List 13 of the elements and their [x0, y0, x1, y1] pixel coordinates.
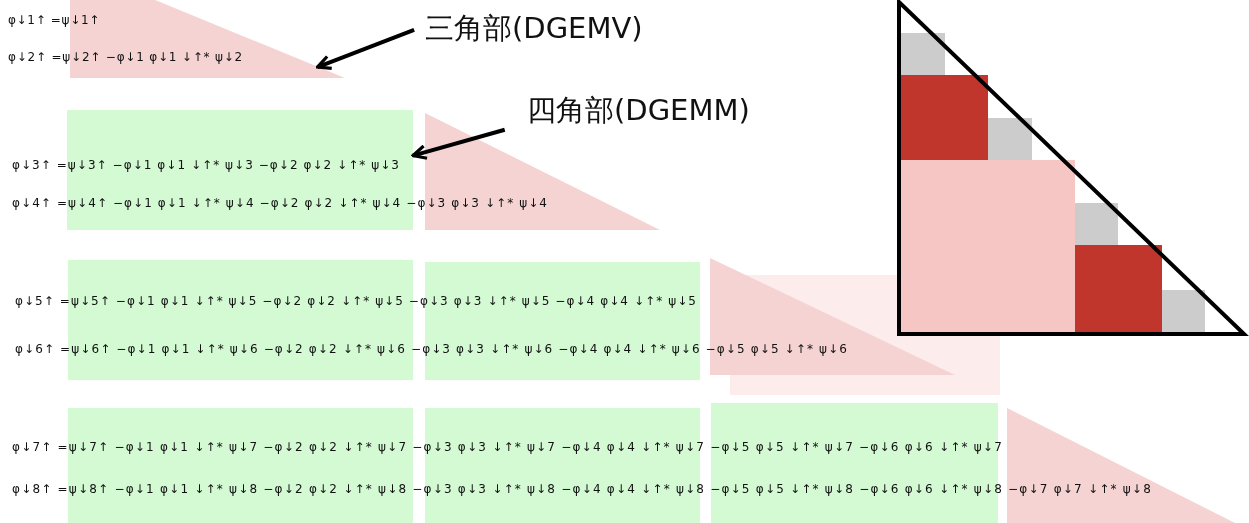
- equation-label: φ↓7↑ =ψ↓7↑ −φ↓1 φ↓1 ↓↑* ψ↓7 −φ↓2 φ↓2 ↓↑* ψ↓7 −φ↓3 φ↓3 ↓↑* ψ↓7 −φ↓4 φ↓4 ↓↑* ψ↓7 −φ↓5 φ↓5 ↓↑* ψ↓7 −φ↓6 φ↓6 ↓↑* ψ↓7: [12, 440, 1003, 455]
- equation-label: φ↓2↑ =ψ↓2↑ −φ↓1 φ↓1 ↓↑* ψ↓2: [8, 50, 243, 65]
- callout-label: 三角部(DGEMV): [425, 10, 643, 46]
- leader-arrow: [315, 27, 415, 71]
- callout-label: 四角部(DGEMM): [527, 92, 750, 128]
- equation-label: φ↓4↑ =ψ↓4↑ −φ↓1 φ↓1 ↓↑* ψ↓4 −φ↓2 φ↓2 ↓↑* ψ↓4 −φ↓3 φ↓3 ↓↑* ψ↓4: [12, 196, 548, 211]
- leader-arrow: [411, 127, 506, 160]
- equation-label: φ↓1↑ =ψ↓1↑: [8, 13, 100, 28]
- equation-label: φ↓3↑ =ψ↓3↑ −φ↓1 φ↓1 ↓↑* ψ↓3 −φ↓2 φ↓2 ↓↑* ψ↓3: [12, 158, 400, 173]
- equation-label: φ↓6↑ =ψ↓6↑ −φ↓1 φ↓1 ↓↑* ψ↓6 −φ↓2 φ↓2 ↓↑* ψ↓6 −φ↓3 φ↓3 ↓↑* ψ↓6 −φ↓4 φ↓4 ↓↑* ψ↓6 −φ↓5 φ↓5 ↓↑* ψ↓6: [15, 342, 848, 357]
- triangle-region: [1007, 408, 1235, 523]
- equation-label: φ↓5↑ =ψ↓5↑ −φ↓1 φ↓1 ↓↑* ψ↓5 −φ↓2 φ↓2 ↓↑* ψ↓5 −φ↓3 φ↓3 ↓↑* ψ↓5 −φ↓4 φ↓4 ↓↑* ψ↓5: [15, 294, 697, 309]
- equation-label: φ↓8↑ =ψ↓8↑ −φ↓1 φ↓1 ↓↑* ψ↓8 −φ↓2 φ↓2 ↓↑* ψ↓8 −φ↓3 φ↓3 ↓↑* ψ↓8 −φ↓4 φ↓4 ↓↑* ψ↓8 −φ↓5 φ↓5 ↓↑* ψ↓8 −φ↓6 φ↓6 ↓↑* ψ↓8 −φ↓7 φ↓7 ↓↑* ψ↓8: [12, 482, 1152, 497]
